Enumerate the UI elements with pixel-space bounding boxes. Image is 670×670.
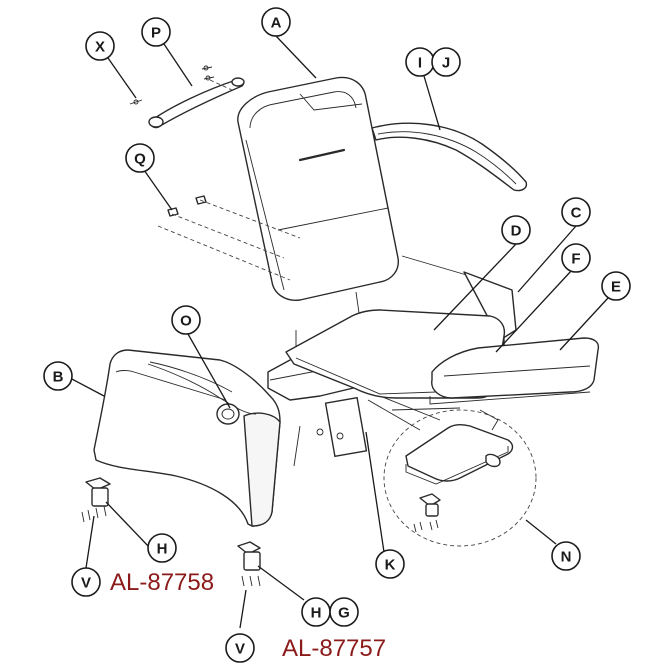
svg-text:B: B — [53, 369, 64, 386]
callout-V-left: V — [71, 567, 101, 597]
callout-D: D — [501, 215, 531, 245]
callout-I: I — [405, 47, 435, 77]
callout-X: X — [85, 31, 115, 61]
svg-text:V: V — [235, 641, 245, 658]
callout-O: O — [171, 305, 201, 335]
part-number-right-caster: AL-87757 — [282, 635, 386, 662]
svg-text:Q: Q — [134, 151, 146, 168]
footrest-lower — [383, 409, 537, 547]
mounting-hardware — [157, 195, 301, 281]
right-armrest — [371, 122, 528, 192]
callout-C: C — [561, 197, 591, 227]
callout-E: E — [601, 271, 631, 301]
svg-text:C: C — [571, 205, 582, 222]
callout-G: G — [329, 597, 359, 627]
svg-text:H: H — [157, 541, 168, 558]
callout-K: K — [375, 549, 405, 579]
svg-text:G: G — [338, 605, 350, 622]
svg-text:H: H — [311, 605, 322, 622]
callout-A: A — [261, 7, 291, 37]
backrest — [237, 76, 399, 301]
callout-F: F — [561, 243, 591, 273]
callout-H-right: H — [301, 597, 331, 627]
callout-P: P — [141, 17, 171, 47]
footrest-upper — [429, 337, 600, 405]
svg-text:X: X — [95, 39, 105, 56]
left-caster — [81, 477, 111, 523]
left-side-panel — [93, 349, 281, 527]
part-number-left-caster: AL-87758 — [110, 569, 214, 596]
callout-Q: Q — [125, 143, 155, 173]
right-caster — [237, 541, 261, 587]
callout-N: N — [551, 541, 581, 571]
svg-text:A: A — [271, 15, 282, 32]
svg-text:V: V — [81, 575, 91, 592]
svg-text:F: F — [571, 251, 580, 268]
svg-text:J: J — [442, 55, 450, 72]
callout-V-right: V — [225, 633, 255, 663]
svg-text:P: P — [151, 25, 161, 42]
handle-bar — [129, 65, 245, 129]
callout-B: B — [43, 361, 73, 391]
callout-H-left: H — [147, 533, 177, 563]
svg-text:D: D — [511, 223, 522, 240]
svg-text:O: O — [180, 313, 192, 330]
svg-text:I: I — [418, 55, 422, 72]
callout-J: J — [431, 47, 461, 77]
svg-text:E: E — [611, 279, 621, 296]
svg-text:N: N — [561, 549, 572, 566]
svg-text:K: K — [385, 557, 396, 574]
leader-lines — [69, 35, 609, 629]
